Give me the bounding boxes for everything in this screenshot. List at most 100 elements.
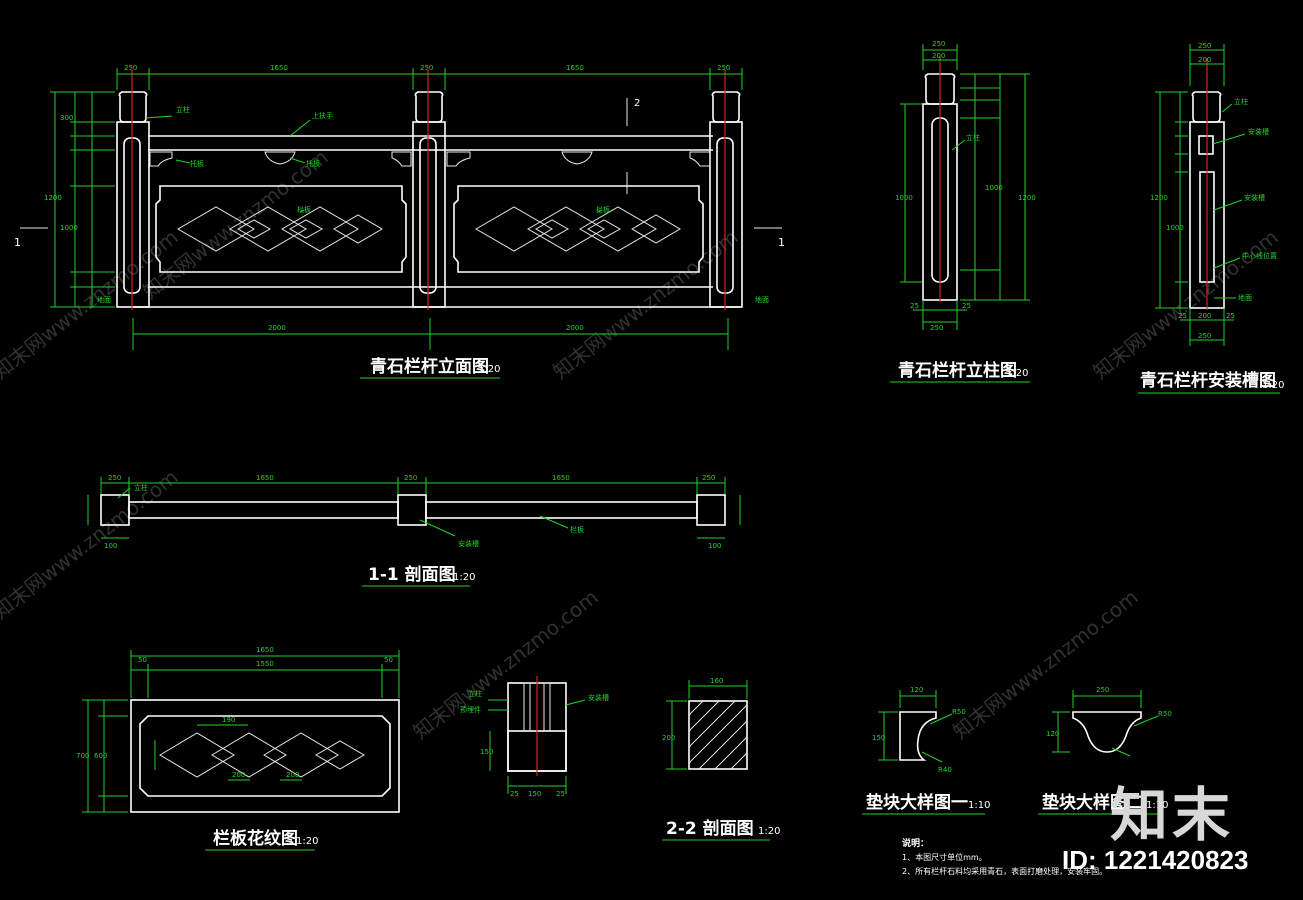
- svg-text:1200: 1200: [1018, 194, 1036, 202]
- svg-text:200: 200: [1198, 56, 1211, 64]
- svg-text:200: 200: [1198, 312, 1211, 320]
- note-2: 2、所有栏杆石料均采用青石，表面打磨处理，安装牢固。: [902, 866, 1107, 876]
- svg-text:托板: 托板: [190, 159, 204, 168]
- watermark: 知末网www.znzmo.com: [948, 585, 1142, 744]
- svg-text:250: 250: [717, 64, 730, 72]
- svg-text:100: 100: [708, 542, 721, 550]
- svg-text:200: 200: [662, 734, 675, 742]
- svg-text:1:20: 1:20: [296, 836, 318, 847]
- section11-title: 1-1 剖面图: [368, 564, 456, 585]
- svg-text:25: 25: [1226, 312, 1235, 320]
- svg-text:190: 190: [222, 716, 235, 724]
- svg-text:立柱: 立柱: [966, 133, 980, 142]
- notes-title: 说明：: [902, 837, 929, 849]
- notes: 说明： 1、本图尺寸单位mm。 2、所有栏杆石料均采用青石，表面打磨处理，安装牢…: [902, 837, 1107, 876]
- svg-text:1000: 1000: [895, 194, 913, 202]
- svg-text:120: 120: [910, 686, 923, 694]
- svg-text:1650: 1650: [566, 64, 584, 72]
- svg-text:100: 100: [104, 542, 117, 550]
- watermark: 知末网www.znzmo.com: [548, 225, 742, 384]
- svg-text:地面: 地面: [1238, 293, 1252, 302]
- svg-text:1000: 1000: [985, 184, 1003, 192]
- svg-text:25: 25: [1178, 312, 1187, 320]
- svg-text:2000: 2000: [268, 324, 286, 332]
- section22-title: 2-2 剖面图: [666, 818, 754, 839]
- elevation-title: 青石栏杆立面图: [370, 356, 489, 377]
- svg-text:1550: 1550: [256, 660, 274, 668]
- svg-text:托板: 托板: [306, 159, 320, 168]
- svg-text:25: 25: [510, 790, 519, 798]
- svg-text:1000: 1000: [60, 224, 78, 232]
- svg-text:200: 200: [932, 52, 945, 60]
- block1-title: 垫块大样图一: [866, 792, 968, 813]
- slot-section: 安装槽 立柱 预埋件 150 150 25 25: [460, 676, 609, 798]
- svg-text:1:20: 1:20: [478, 364, 500, 375]
- svg-text:200: 200: [232, 771, 245, 779]
- svg-text:25: 25: [556, 790, 565, 798]
- svg-text:立柱: 立柱: [134, 483, 148, 492]
- svg-text:1650: 1650: [256, 474, 274, 482]
- svg-text:立柱: 立柱: [1234, 97, 1248, 106]
- svg-text:50: 50: [384, 656, 393, 664]
- block-detail-1: 120 150 R50 R40 垫块大样图一 1:10: [862, 686, 990, 815]
- svg-text:120: 120: [1046, 730, 1059, 738]
- image-id-label: ID: 1221420823: [1062, 845, 1249, 875]
- svg-text:地面: 地面: [97, 295, 111, 304]
- svg-text:160: 160: [710, 677, 723, 685]
- svg-text:2: 2: [634, 98, 640, 109]
- svg-text:2000: 2000: [566, 324, 584, 332]
- svg-text:栏板: 栏板: [570, 525, 584, 534]
- svg-text:250: 250: [404, 474, 417, 482]
- svg-text:300: 300: [60, 114, 73, 122]
- svg-text:250: 250: [1096, 686, 1109, 694]
- svg-text:250: 250: [108, 474, 121, 482]
- svg-text:150: 150: [872, 734, 885, 742]
- watermark: 知末网www.znzmo.com: [0, 225, 183, 384]
- svg-text:1650: 1650: [552, 474, 570, 482]
- svg-text:600: 600: [94, 752, 107, 760]
- post-detail: 250 200 250 25 25 1000 立柱 1200 1000 青石栏杆…: [890, 40, 1036, 383]
- svg-text:1650: 1650: [270, 64, 288, 72]
- block2-title: 垫块大样图二: [1042, 792, 1144, 813]
- block-detail-2: 250 120 R50 垫块大样图二 1:10: [1038, 686, 1172, 815]
- svg-text:上扶手: 上扶手: [312, 111, 333, 120]
- svg-text:1:20: 1:20: [453, 572, 475, 583]
- panel-pattern: 1650 1550 50 50 700 600 190 200 200 栏板花纹…: [76, 646, 400, 851]
- svg-text:1200: 1200: [44, 194, 62, 202]
- watermark: 知末网www.znzmo.com: [408, 585, 602, 744]
- svg-text:1:20: 1:20: [758, 826, 780, 837]
- svg-text:250: 250: [1198, 332, 1211, 340]
- svg-text:安装槽: 安装槽: [458, 539, 479, 548]
- svg-text:25: 25: [962, 302, 971, 310]
- svg-text:250: 250: [932, 40, 945, 48]
- svg-text:立柱: 立柱: [176, 105, 190, 114]
- svg-text:25: 25: [910, 302, 919, 310]
- svg-text:安装槽: 安装槽: [588, 693, 609, 702]
- svg-text:700: 700: [76, 752, 89, 760]
- panel-title: 栏板花纹图: [213, 828, 298, 849]
- svg-text:50: 50: [138, 656, 147, 664]
- post-title: 青石栏杆立柱图: [898, 360, 1017, 381]
- svg-text:250: 250: [930, 324, 943, 332]
- svg-text:1:20: 1:20: [1262, 380, 1284, 391]
- install-slot-detail: 250 200 200 25 25 250 1200 1000 立柱 安装槽 安…: [1138, 42, 1284, 394]
- svg-text:预埋件: 预埋件: [460, 705, 481, 714]
- post-left: [116, 70, 150, 310]
- install-title: 青石栏杆安装槽图: [1140, 370, 1276, 391]
- note-1: 1、本图尺寸单位mm。: [902, 852, 987, 862]
- railing-elevation: 1 1 2: [14, 64, 785, 379]
- svg-text:栏板: 栏板: [596, 205, 610, 214]
- svg-text:立柱: 立柱: [468, 689, 482, 698]
- svg-text:中心线位置: 中心线位置: [1242, 251, 1277, 260]
- brand-logo: 知末: [1110, 781, 1235, 849]
- svg-text:1000: 1000: [1166, 224, 1184, 232]
- svg-text:1200: 1200: [1150, 194, 1168, 202]
- svg-text:1: 1: [778, 236, 785, 249]
- section-1-1: 250 1650 250 1650 250 立柱 栏板 安装槽 100 100 …: [87, 474, 741, 587]
- post-right: [709, 70, 743, 310]
- svg-text:1650: 1650: [256, 646, 274, 654]
- svg-text:栏板: 栏板: [297, 205, 311, 214]
- svg-text:150: 150: [528, 790, 541, 798]
- svg-text:地面: 地面: [755, 295, 769, 304]
